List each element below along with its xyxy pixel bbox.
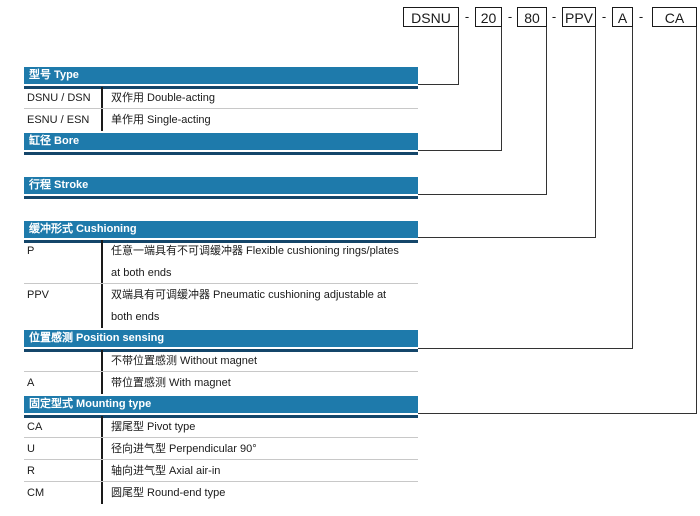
code-part-mounting: CA (652, 7, 697, 27)
code-separator: - (601, 9, 607, 24)
row-description: 轴向进气型 Axial air-in (111, 465, 221, 477)
table-row: P 任意一端具有不可调缓冲器 Flexible cushioning rings… (24, 240, 418, 284)
code-part-bore: 20 (475, 7, 502, 27)
code-separator: - (551, 9, 557, 24)
code-part-cushioning: PPV (562, 7, 596, 27)
row-code: R (27, 465, 35, 477)
row-code: U (27, 443, 35, 455)
row-description: 径向进气型 Perpendicular 90° (111, 443, 257, 455)
row-description: 任意一端具有不可调缓冲器 Flexible cushioning rings/p… (111, 240, 411, 284)
connector-type-h (418, 84, 459, 85)
connector-position-sensing (632, 27, 633, 349)
row-code: ESNU / ESN (27, 114, 90, 126)
connector-bore (501, 27, 502, 151)
code-part-stroke: 80 (517, 7, 547, 27)
connector-cushioning-h (418, 237, 596, 238)
section-header-mounting: 固定型式 Mounting type (24, 396, 418, 418)
row-description: 单作用 Single-acting (111, 114, 211, 126)
code-part-position-sensing: A (612, 7, 633, 27)
row-description: 双端具有可调缓冲器 Pneumatic cushioning adjustabl… (111, 284, 411, 328)
row-description: 不带位置感测 Without magnet (111, 355, 258, 367)
connector-stroke-h (418, 194, 547, 195)
code-separator: - (507, 9, 513, 24)
section-header-cushioning: 缓冲形式 Cushioning (24, 221, 418, 243)
table-row: U 径向进气型 Perpendicular 90° (24, 438, 418, 460)
table-row: A 带位置感测 With magnet (24, 372, 418, 394)
section-header-stroke: 行程 Stroke (24, 177, 418, 199)
connector-position-sensing-h (418, 348, 633, 349)
table-row: R 轴向进气型 Axial air-in (24, 460, 418, 482)
code-part-type: DSNU (403, 7, 459, 27)
table-row: 不带位置感测 Without magnet (24, 350, 418, 372)
connector-bore-h (418, 150, 502, 151)
row-description-line: at both ends (111, 267, 172, 279)
table-row: CM 圆尾型 Round-end type (24, 482, 418, 504)
row-description: 双作用 Double-acting (111, 92, 215, 104)
row-code: P (27, 245, 35, 257)
connector-stroke (546, 27, 547, 195)
code-separator: - (464, 9, 470, 24)
row-description-line: 任意一端具有不可调缓冲器 Flexible cushioning rings/p… (111, 245, 399, 257)
section-header-bore: 缸径 Bore (24, 133, 418, 155)
section-header-position-sensing: 位置感测 Position sensing (24, 330, 418, 352)
row-code: DSNU / DSN (27, 92, 91, 104)
row-code: CA (27, 421, 43, 433)
connector-mounting-h (418, 413, 697, 414)
row-description: 带位置感测 With magnet (111, 377, 231, 389)
connector-cushioning (595, 27, 596, 238)
table-row: CA 摆尾型 Pivot type (24, 416, 418, 438)
row-description: 圆尾型 Round-end type (111, 487, 226, 499)
table-row: PPV 双端具有可调缓冲器 Pneumatic cushioning adjus… (24, 284, 418, 328)
connector-type (458, 27, 459, 85)
table-row: DSNU / DSN 双作用 Double-acting (24, 87, 418, 109)
row-description-line: 双端具有可调缓冲器 Pneumatic cushioning adjustabl… (111, 289, 387, 301)
row-code: CM (27, 487, 45, 499)
table-row: ESNU / ESN 单作用 Single-acting (24, 109, 418, 131)
connector-mounting (696, 27, 697, 414)
row-code: PPV (27, 289, 50, 301)
section-header-type: 型号 Type (24, 67, 418, 89)
row-description-line: both ends (111, 311, 160, 323)
row-description: 摆尾型 Pivot type (111, 421, 196, 433)
code-separator: - (638, 9, 644, 24)
row-code: A (27, 377, 35, 389)
